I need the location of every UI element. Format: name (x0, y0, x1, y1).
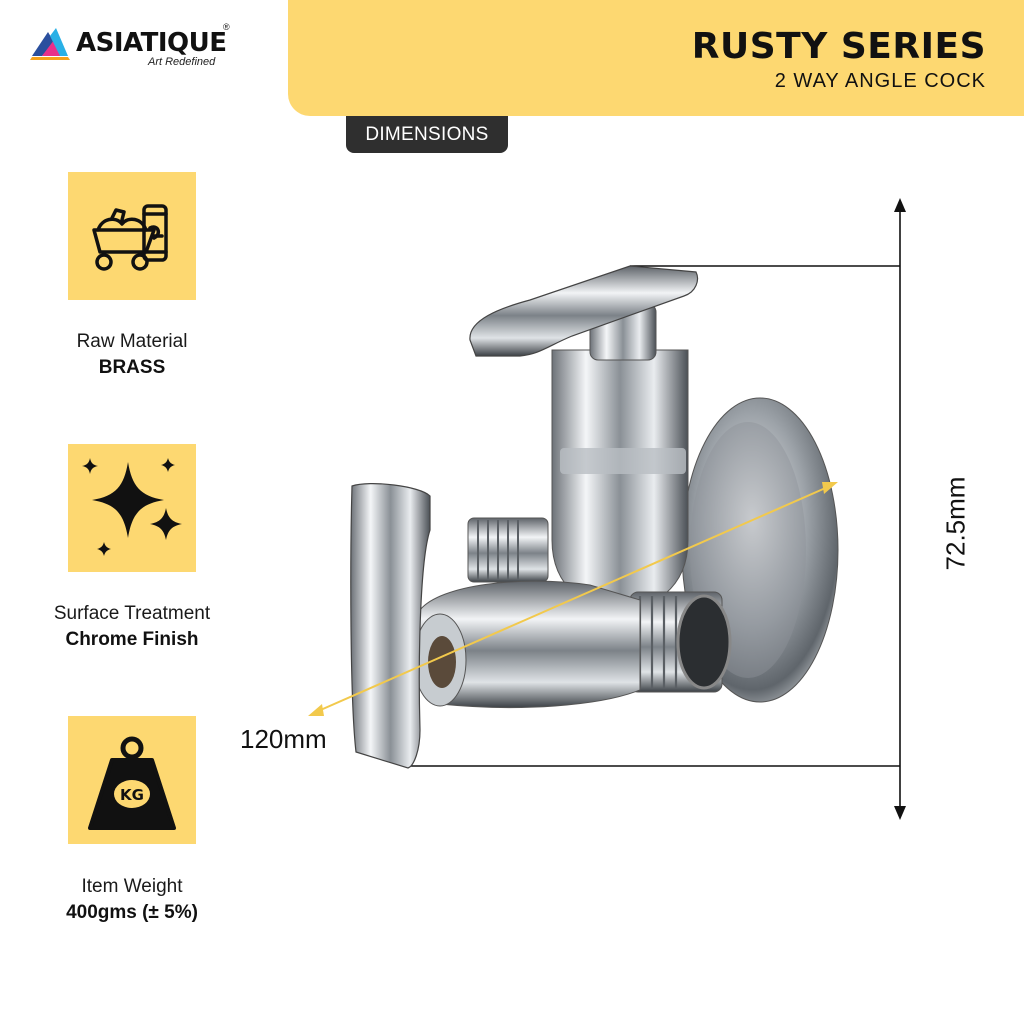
left-thread-outlet (467, 517, 549, 583)
brand-logo: ASIATIQUE ® Art Redefined (28, 22, 288, 76)
series-subtitle: 2 WAY ANGLE COCK (774, 70, 986, 92)
item-weight-value: 400gms (± 5%) (66, 902, 198, 923)
header-band: RUSTY SERIES 2 WAY ANGLE COCK (288, 0, 1024, 116)
item-weight-label: Item Weight (81, 876, 183, 897)
cart-icon (92, 204, 168, 271)
item-weight-tile: KG (68, 716, 196, 844)
height-dimension-line (410, 198, 906, 820)
series-title: RUSTY SERIES (691, 26, 986, 67)
front-lever-handle (350, 483, 431, 769)
surface-treatment-value: Chrome Finish (65, 629, 199, 650)
vertical-body (551, 349, 689, 611)
raw-material-label: Raw Material (76, 331, 188, 352)
height-dimension-text: 72.5mm (940, 476, 971, 571)
surface-treatment-tile (68, 444, 196, 572)
logo-mark-icon (30, 28, 70, 60)
raw-material-tile (68, 172, 196, 300)
raw-material-value: BRASS (98, 357, 166, 378)
dimensions-tab: DIMENSIONS (346, 116, 508, 153)
length-dimension-text: 120mm (240, 724, 327, 754)
brand-name: ASIATIQUE (76, 28, 227, 58)
top-lever-handle (469, 265, 699, 357)
length-dimension-line (308, 482, 838, 716)
weight-kg-text: KG (120, 786, 144, 804)
right-thread-outlet (629, 591, 732, 693)
brand-tagline: Art Redefined (148, 56, 216, 68)
sparkle-icon (82, 458, 182, 556)
registered-mark: ® (223, 22, 230, 32)
weight-kg-icon: KG (88, 736, 176, 830)
surface-treatment-label: Surface Treatment (53, 603, 211, 624)
